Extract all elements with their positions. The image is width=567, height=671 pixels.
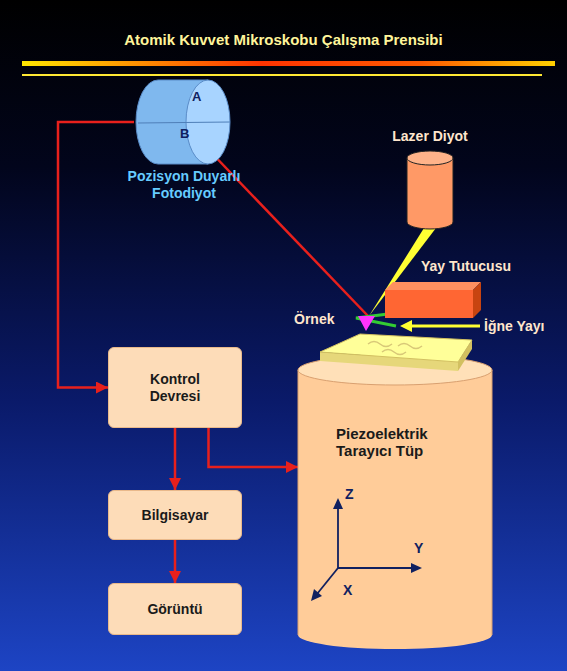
piezo-scanner-tube: Piezoelektrik Tarayıcı Tüp: [298, 330, 492, 655]
process-box: Bilgisayar: [108, 490, 242, 540]
photodiode: ABPozisyon Duyarlı Fotodiyot: [134, 78, 234, 202]
title-rule: [22, 61, 555, 66]
process-box: Kontrol Devresi: [108, 347, 242, 428]
box-label: Bilgisayar: [142, 507, 209, 524]
probe-tip: [358, 316, 375, 331]
diagram-title: Atomik Kuvvet Mikroskobu Çalışma Prensib…: [0, 31, 567, 48]
process-box: Görüntü: [108, 583, 242, 635]
axis-label: Z: [345, 486, 354, 503]
part-label: İğne Yayı: [484, 318, 544, 335]
part-label: Pozisyon Duyarlı Fotodiyot: [112, 168, 256, 202]
segment-label: A: [192, 88, 201, 105]
signal-arrow: [209, 428, 299, 467]
box-label: Görüntü: [147, 601, 202, 618]
segment-label: B: [180, 125, 189, 142]
signal-arrow: [174, 428, 177, 490]
title-rule-thin: [22, 74, 542, 76]
cantilever-holder: Yay Tutucusu: [385, 258, 545, 320]
piezo-scanner-tube-outline: [298, 330, 492, 655]
callout-arrowhead: [400, 320, 412, 332]
part-label: Lazer Diyot: [380, 128, 480, 145]
part-label: Yay Tutucusu: [421, 258, 511, 275]
axis-label: Y: [414, 540, 423, 557]
part-label: Örnek: [294, 311, 334, 328]
signal-arrow: [174, 540, 177, 583]
callout-arrow: [410, 325, 480, 328]
box-label: Kontrol Devresi: [150, 371, 201, 405]
axis-label: X: [343, 582, 352, 599]
part-label: Piezoelektrik Tarayıcı Tüp: [336, 425, 476, 459]
laser-diode: Lazer Diyot: [380, 128, 480, 230]
